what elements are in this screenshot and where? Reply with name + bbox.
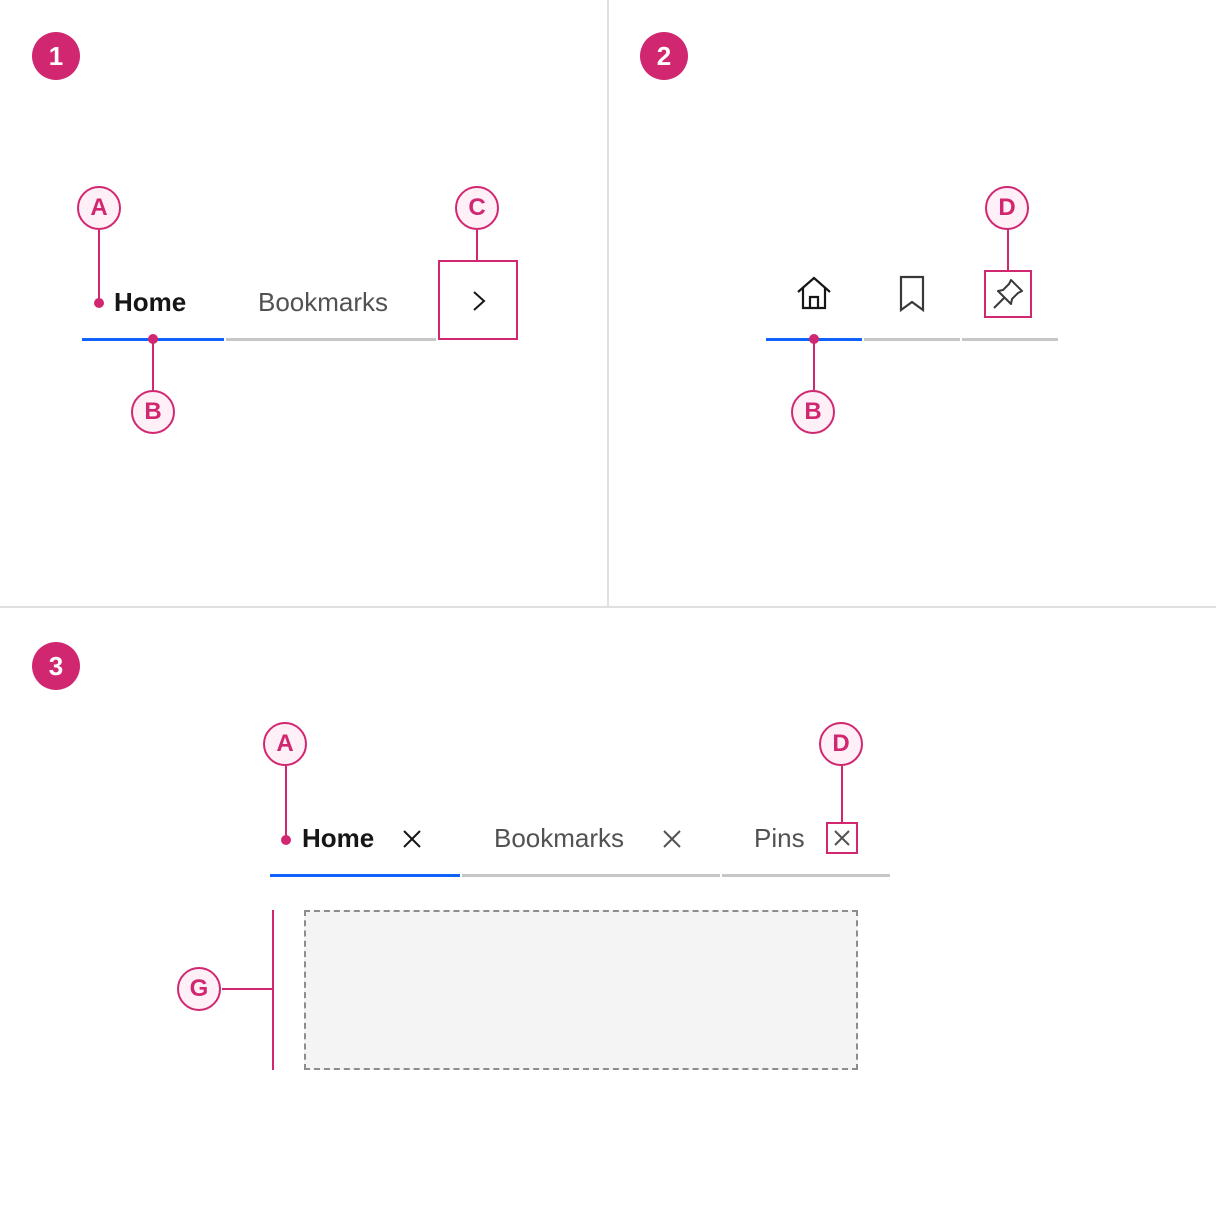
pins-close-highlight[interactable]: [826, 822, 858, 854]
closable-tab-bookmarks[interactable]: Bookmarks: [494, 823, 625, 853]
section-badge-3: 3: [32, 642, 80, 690]
callout-g: G: [177, 967, 221, 1011]
overflow-button[interactable]: [438, 260, 518, 340]
callout-d-3: D: [819, 722, 863, 766]
section-badge-1: 1: [32, 32, 80, 80]
close-icon[interactable]: [402, 829, 422, 849]
callout-a-dot: [94, 298, 104, 308]
closable-tab-bookmarks-indicator: [462, 874, 720, 877]
callout-a-leader: [98, 230, 100, 300]
pin-icon: [990, 276, 1026, 312]
callout-b-2-dot: [809, 334, 819, 344]
closable-tab-home-indicator: [270, 874, 460, 877]
icon-tab-bookmark-indicator: [864, 338, 960, 341]
callout-g-bracket: [272, 910, 274, 1070]
panel-divider-vertical: [607, 0, 609, 608]
callout-d-3-leader: [841, 766, 843, 822]
callout-a-3-dot: [281, 835, 291, 845]
tab-bookmarks[interactable]: Bookmarks: [258, 287, 389, 317]
callout-d-2: D: [985, 186, 1029, 230]
tab-content-panel: [304, 910, 858, 1070]
callout-c-leader: [476, 230, 478, 260]
bookmark-icon[interactable]: [898, 275, 926, 313]
home-icon[interactable]: [795, 275, 833, 311]
callout-a: A: [77, 186, 121, 230]
closable-tab-pins[interactable]: Pins: [754, 823, 805, 853]
callout-b-dot: [148, 334, 158, 344]
callout-g-leader: [222, 988, 272, 990]
callout-d-2-leader: [1007, 230, 1009, 270]
section-badge-2: 2: [640, 32, 688, 80]
callout-a-3: A: [263, 722, 307, 766]
chevron-right-icon: [469, 290, 489, 312]
panel-divider-horizontal: [0, 606, 1216, 608]
tab-home[interactable]: Home: [114, 287, 187, 317]
callout-a-3-leader: [285, 766, 287, 836]
callout-b-2: B: [791, 390, 835, 434]
close-icon: [833, 829, 851, 847]
callout-c: C: [455, 186, 499, 230]
callout-b: B: [131, 390, 175, 434]
closable-tab-home[interactable]: Home: [302, 823, 375, 853]
pin-tab-highlight[interactable]: [984, 270, 1032, 318]
callout-b-leader: [152, 340, 154, 390]
tab-bookmarks-indicator: [226, 338, 436, 341]
close-icon[interactable]: [662, 829, 682, 849]
closable-tab-pins-indicator: [722, 874, 890, 877]
icon-tab-pin-indicator: [962, 338, 1058, 341]
callout-b-2-leader: [813, 340, 815, 390]
